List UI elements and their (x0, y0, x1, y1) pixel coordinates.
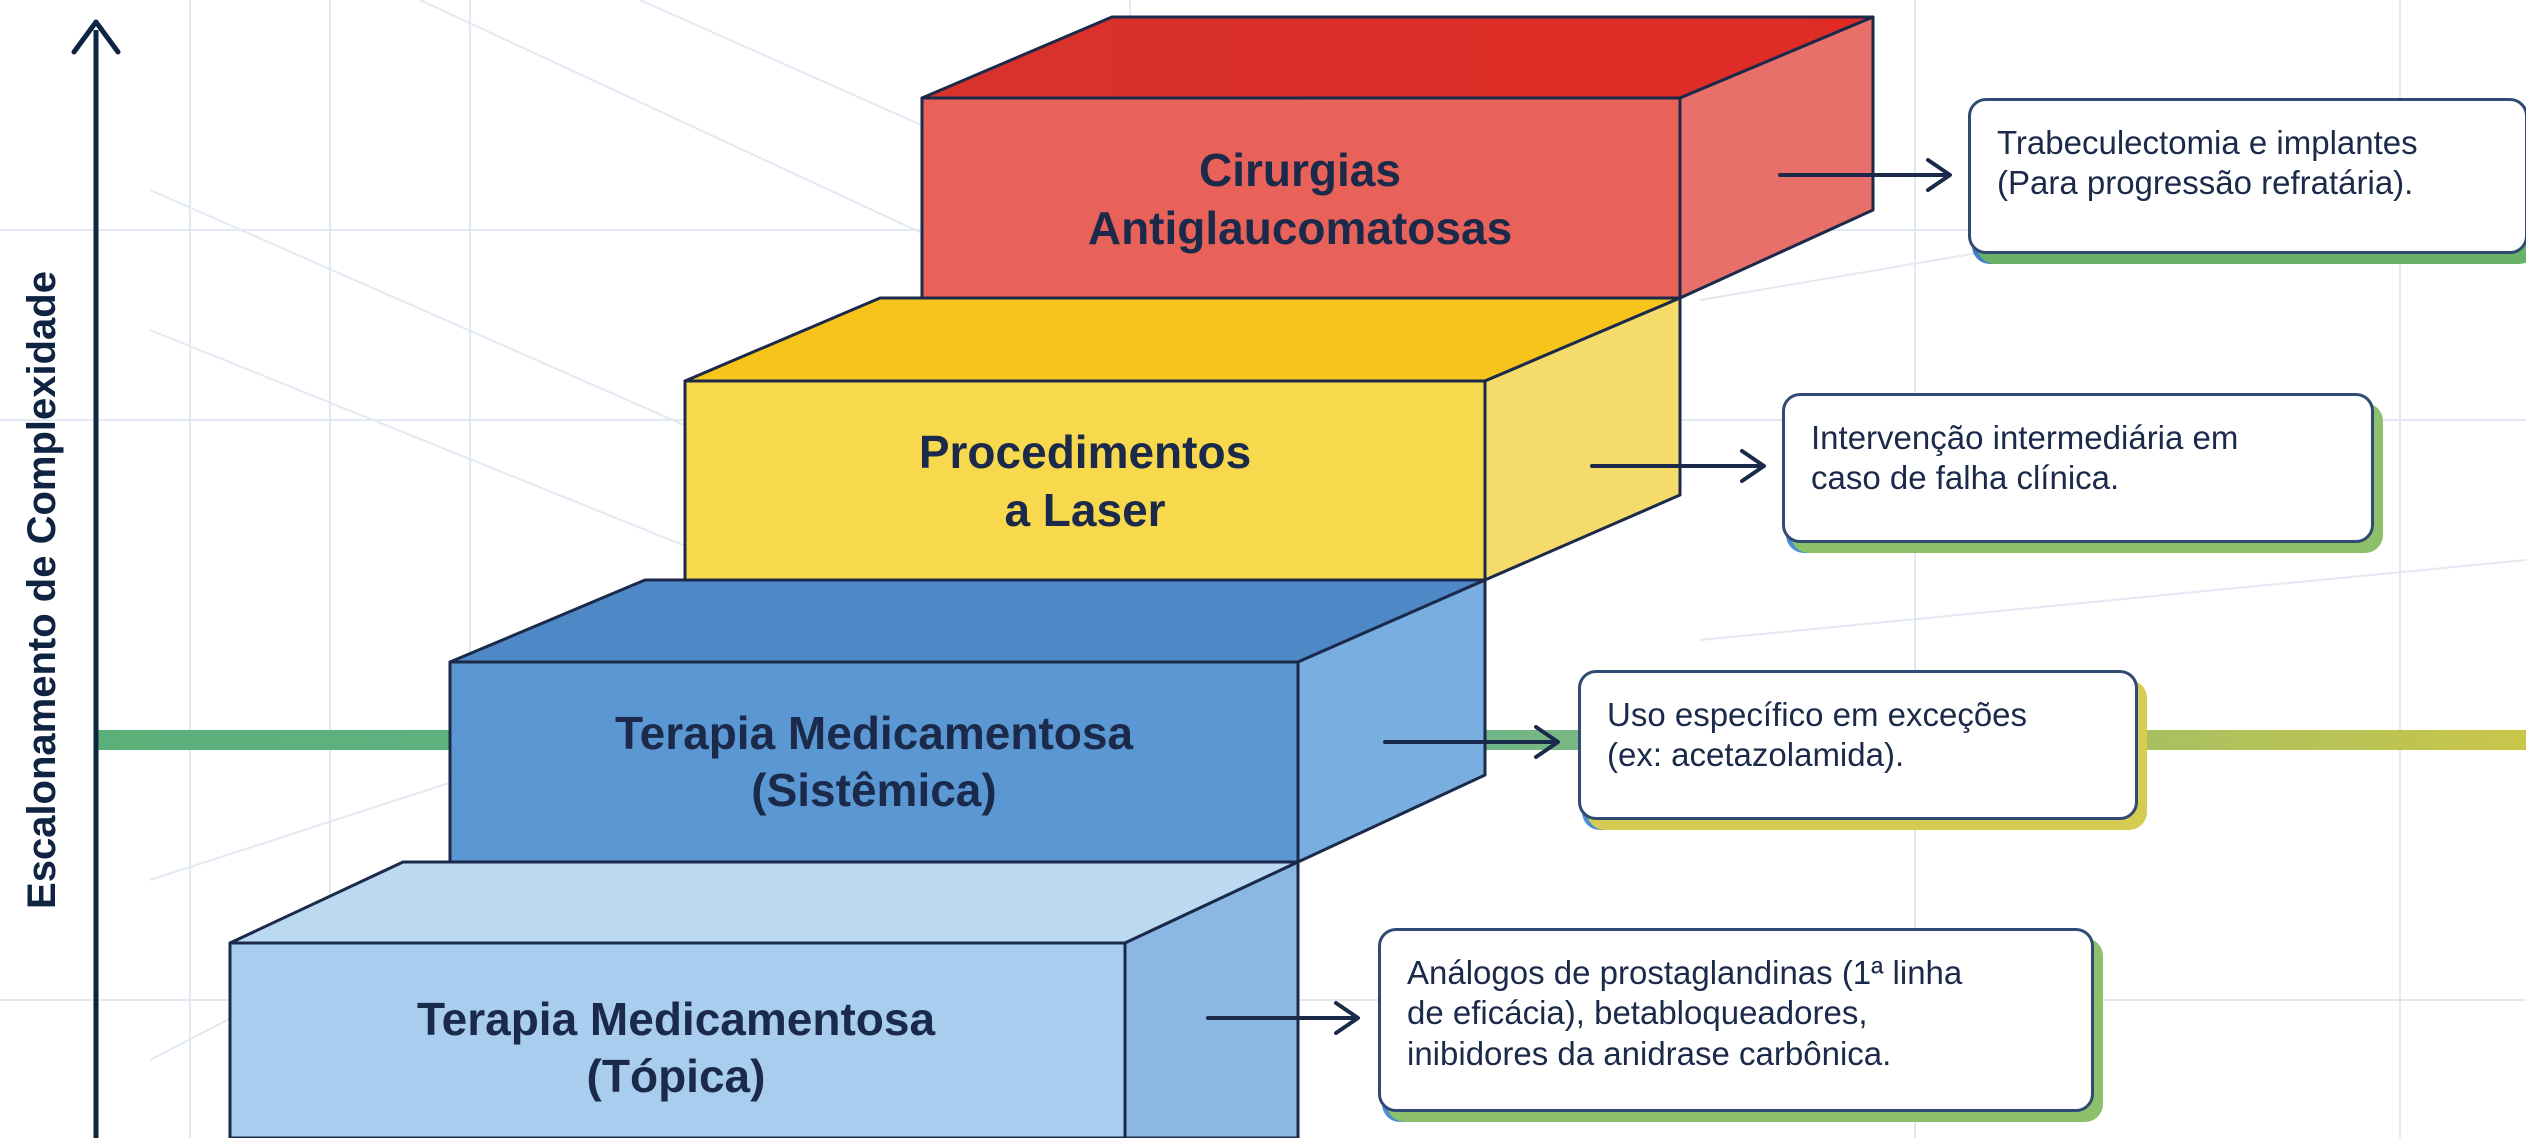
callout-surgery: Trabeculectomia e implantes (Para progre… (1968, 98, 2526, 254)
step-topical-title-line1: Terapia Medicamentosa (417, 993, 936, 1045)
arrow-right-icon (1534, 725, 1560, 759)
step-laser-front (683, 379, 1487, 582)
arrow-systemic (1383, 725, 1560, 759)
callout-systemic: Uso específico em exceções (ex: acetazol… (1578, 670, 2138, 820)
axis-arrowhead-icon (71, 19, 121, 55)
arrow-laser (1590, 449, 1766, 483)
step-laser-title-line1: Procedimentos (919, 426, 1251, 478)
step-systemic-title-line2: (Sistêmica) (751, 764, 996, 816)
step-topical-top (228, 860, 1300, 945)
step-surgery-title-line1: Cirurgias (1199, 144, 1401, 196)
step-topical-front (228, 941, 1127, 1138)
step-systemic-title-line1: Terapia Medicamentosa (615, 707, 1134, 759)
arrow-right-icon (1334, 1001, 1360, 1035)
step-topical-title-line2: (Tópica) (587, 1050, 766, 1102)
complexity-axis (71, 19, 121, 1138)
step-surgery-title-line2: Antiglaucomatosas (1088, 202, 1512, 254)
step-laser-title-line2: a Laser (1004, 484, 1165, 536)
callout-topical: Análogos de prostaglandinas (1ª linha de… (1378, 928, 2094, 1112)
arrow-topical (1206, 1001, 1360, 1035)
step-surgery-front (920, 96, 1682, 300)
step-topical (228, 860, 1300, 1138)
step-surgery (920, 15, 1875, 300)
step-systemic (448, 578, 1487, 864)
step-systemic-front (448, 660, 1300, 864)
arrow-right-icon (1740, 449, 1766, 483)
callout-laser: Intervenção intermediária em caso de fal… (1782, 393, 2374, 543)
arrow-surgery (1778, 158, 1952, 192)
arrow-right-icon (1926, 158, 1952, 192)
step-laser (683, 296, 1682, 582)
axis-label: Escalonamento de Complexidade (20, 271, 64, 909)
